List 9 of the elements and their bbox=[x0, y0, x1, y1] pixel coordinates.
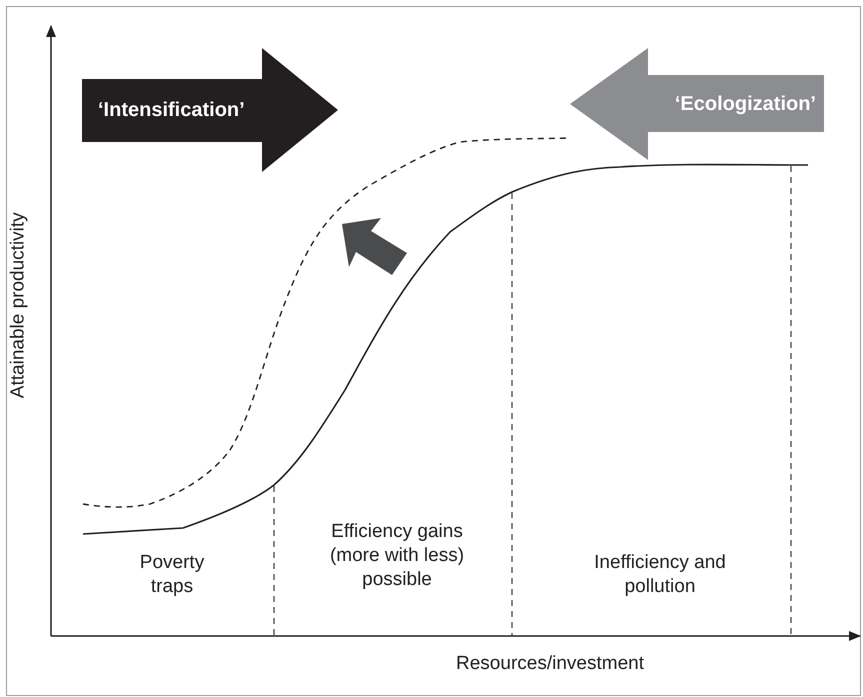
region-label: Poverty traps bbox=[138, 551, 206, 598]
arrow-label: ‘Intensification’ bbox=[98, 98, 245, 123]
arrow-shape bbox=[570, 48, 824, 160]
arrow-label: ‘Ecologization’ bbox=[674, 92, 816, 117]
axis-title: Resources/investment bbox=[455, 652, 645, 676]
region-label: Inefficiency and pollution bbox=[593, 551, 727, 598]
region-label: Efficiency gains (more with less) possible bbox=[328, 520, 466, 592]
arrow-shape bbox=[82, 48, 338, 172]
axis-title: Attainable productivity bbox=[6, 212, 30, 398]
